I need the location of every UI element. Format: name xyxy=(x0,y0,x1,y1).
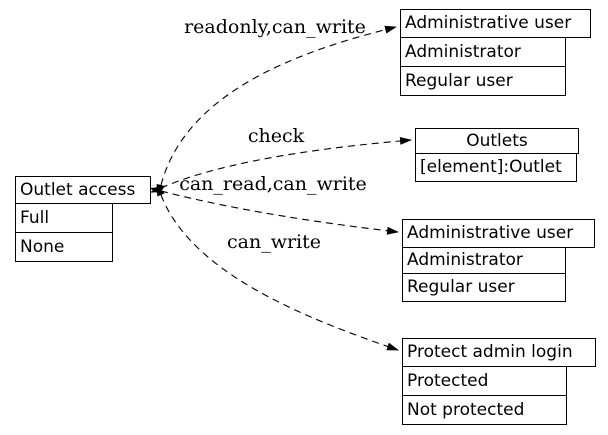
node-outlets-header: Outlets xyxy=(415,128,579,154)
node-protect-admin-login-header: Protect admin login xyxy=(402,338,596,367)
node-admin-user-top-row-administrator: Administrator xyxy=(400,37,566,67)
node-admin-user-mid-header: Administrative user xyxy=(402,219,595,248)
node-protect-admin-login-row-not-protected: Not protected xyxy=(402,395,567,425)
edge-label-readonly-can-write: readonly,can_write xyxy=(184,16,366,38)
edge-readonly-can-write xyxy=(157,25,397,197)
node-outlet-access-header: Outlet access xyxy=(15,176,151,204)
node-admin-user-mid-row-administrator: Administrator xyxy=(402,247,566,274)
edge-can-write xyxy=(156,183,399,351)
node-protect-admin-login-row-protected: Protected xyxy=(402,366,567,396)
node-admin-user-mid-row-regular-user: Regular user xyxy=(402,273,566,302)
node-outlet-access-row-none: None xyxy=(15,232,113,262)
node-admin-user-top-header: Administrative user xyxy=(400,9,591,38)
edge-label-can-read-can-write: can_read,can_write xyxy=(179,173,367,195)
edge-can-read-can-write xyxy=(149,187,399,235)
node-outlet-access-row-full: Full xyxy=(15,203,113,233)
node-outlets-row-element-outlet: [element]:Outlet xyxy=(415,153,577,182)
edge-label-check: check xyxy=(247,125,305,147)
node-admin-user-top-row-regular-user: Regular user xyxy=(400,66,566,96)
edge-label-can-write: can_write xyxy=(226,231,322,253)
